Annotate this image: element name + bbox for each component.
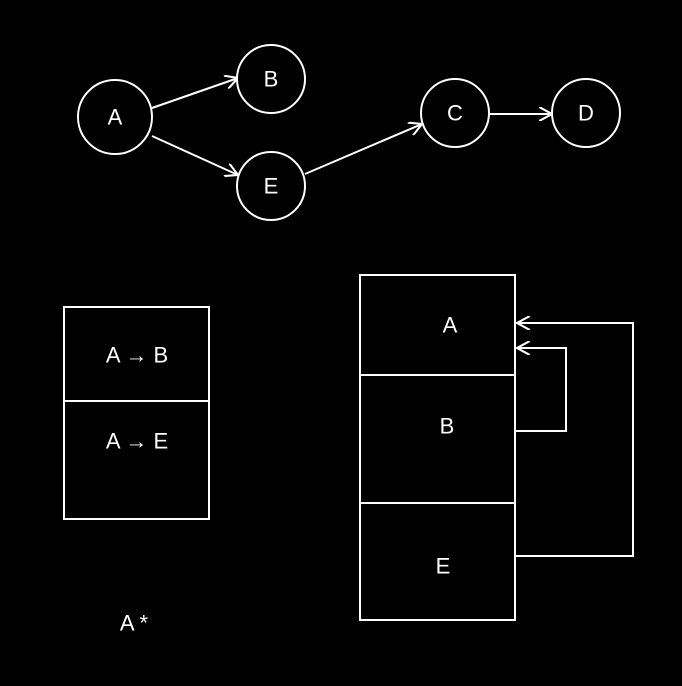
- footer-label: A *: [120, 611, 149, 636]
- stack: A B E: [359, 274, 516, 621]
- node-label: B: [264, 67, 279, 92]
- edge-table-border: [63, 306, 210, 520]
- graph-node-a: A: [77, 79, 153, 155]
- node-label: C: [447, 101, 463, 126]
- node-label: E: [264, 174, 279, 199]
- graph-edges: [151, 78, 552, 175]
- stack-cell-b: B: [440, 414, 455, 439]
- edge-table-row: A → E: [106, 429, 168, 454]
- pointer-e-to-a: [515, 323, 634, 557]
- edge-a-b: [151, 78, 238, 109]
- stack-cell-e: E: [436, 554, 451, 579]
- node-label: A: [108, 105, 123, 130]
- pointer-b-to-a: [515, 348, 567, 432]
- graph-node-d: D: [551, 78, 621, 148]
- graph-node-b: B: [236, 44, 306, 114]
- edge-table-row: A → B: [106, 343, 168, 368]
- edge-table: A → B A → E: [63, 306, 210, 520]
- stack-cell-a: A: [443, 313, 458, 338]
- edge-e-c: [304, 124, 422, 175]
- graph-node-c: C: [420, 78, 490, 148]
- stack-border: [359, 274, 516, 621]
- node-label: D: [578, 101, 594, 126]
- back-pointers: [515, 323, 634, 557]
- graph-node-e: E: [236, 151, 306, 221]
- edge-a-e: [151, 135, 238, 175]
